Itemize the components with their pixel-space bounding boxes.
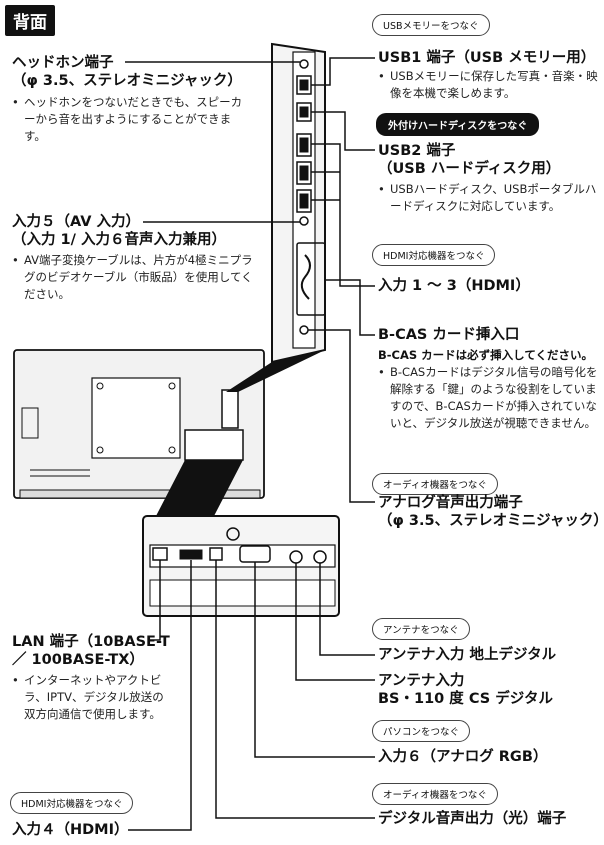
headphone-heading-1: ヘッドホン端子 (12, 55, 114, 71)
lan-desc: インターネットやアクトビラ、IPTV、デジタル放送の双方向通信で使用します。 (12, 672, 172, 723)
bottom-terminal-panel (142, 515, 340, 617)
optical-pill: オーディオ機器をつなぐ (372, 783, 498, 805)
headphone-desc: ヘッドホンをつないだときでも、スピーカーから音を出すようにすることができます。 (12, 94, 250, 145)
usb2-heading-1: USB2 端子 (378, 143, 456, 159)
usb2-pill: 外付けハードディスクをつなぐ (376, 113, 540, 136)
usb1-pill: USBメモリーをつなぐ (372, 14, 490, 36)
analog-audio-heading-1: アナログ音声出力端子 (378, 495, 523, 511)
lan-desc-item: インターネットやアクトビラ、IPTV、デジタル放送の双方向通信で使用します。 (12, 672, 172, 723)
input4-pill: HDMI対応機器をつなぐ (10, 792, 134, 814)
lan-heading-2: ／ 100BASE-TX） (12, 652, 144, 668)
leader-lines (125, 57, 375, 831)
hdmi-pill: HDMI対応機器をつなぐ (372, 244, 496, 266)
antenna-terrestrial-heading: アンテナ入力 地上デジタル (378, 647, 557, 663)
lan-heading-1: LAN 端子（10BASE-T (12, 634, 170, 650)
analog-audio-pill: オーディオ機器をつなぐ (372, 473, 498, 495)
usb2-desc-item: USBハードディスク、USBポータブルハードディスクに対応しています。 (378, 181, 598, 215)
input5-heading-1: 入力５（AV 入力） (12, 214, 141, 230)
usb1-desc-item: USBメモリーに保存した写真・音楽・映像を本機で楽しめます。 (378, 68, 598, 102)
bcas-heading: B-CAS カード挿入口 (378, 327, 520, 343)
antenna-bs-heading-2: BS・110 度 CS デジタル (378, 691, 553, 707)
usb1-desc: USBメモリーに保存した写真・音楽・映像を本機で楽しめます。 (378, 68, 598, 102)
input5-heading-2: （入力 1/ 入力６音声入力兼用） (12, 232, 226, 248)
bcas-note: B-CAS カードは必ず挿入してください。 (378, 348, 593, 362)
hdmi-heading: 入力 1 〜 3（HDMI） (378, 278, 530, 294)
input5-desc-item: AV端子変換ケーブルは、片方が4極ミニプラグのビデオケーブル（市販品）を使用して… (12, 252, 264, 303)
antenna-bs-heading-1: アンテナ入力 (378, 673, 465, 689)
page-title: 背面 (5, 5, 55, 36)
headphone-heading-2: （φ 3.5、ステレオミニジャック） (12, 73, 242, 89)
usb1-heading: USB1 端子（USB メモリー用） (378, 50, 596, 66)
input5-desc: AV端子変換ケーブルは、片方が4極ミニプラグのビデオケーブル（市販品）を使用して… (12, 252, 264, 303)
bcas-desc: B-CASカードはデジタル信号の暗号化を解除する「鍵」のような役割をしていますの… (378, 364, 598, 432)
optical-heading: デジタル音声出力（光）端子 (378, 811, 567, 827)
input6-pill: パソコンをつなぐ (372, 720, 471, 742)
antenna-pill: アンテナをつなぐ (372, 618, 470, 640)
input6-heading: 入力６（アナログ RGB） (378, 749, 548, 765)
usb2-desc: USBハードディスク、USBポータブルハードディスクに対応しています。 (378, 181, 598, 215)
usb2-heading-2: （USB ハードディスク用） (378, 161, 561, 177)
headphone-desc-item: ヘッドホンをつないだときでも、スピーカーから音を出すようにすることができます。 (12, 94, 250, 145)
bcas-desc-item: B-CASカードはデジタル信号の暗号化を解除する「鍵」のような役割をしていますの… (378, 364, 598, 432)
side-terminal-panel (271, 42, 326, 364)
input4-heading: 入力４（HDMI） (12, 822, 129, 838)
analog-audio-heading-2: （φ 3.5、ステレオミニジャック） (378, 513, 604, 529)
